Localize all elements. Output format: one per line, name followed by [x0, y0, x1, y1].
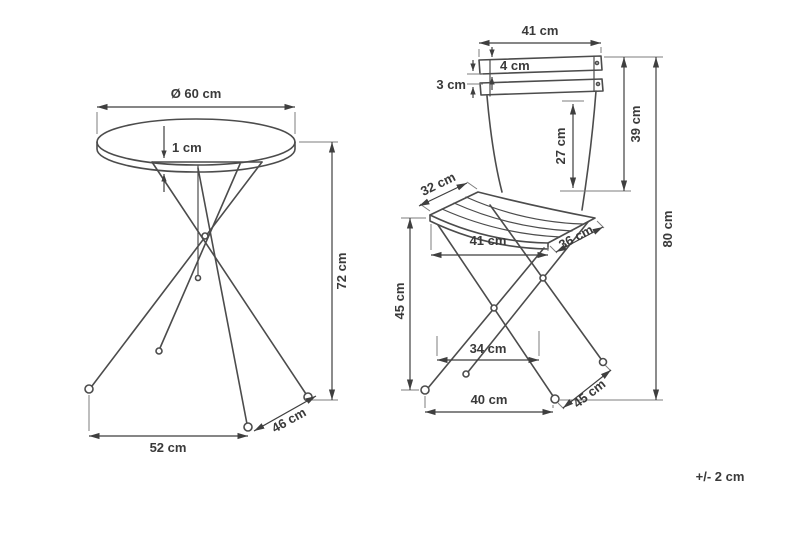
- chair-leg-spread-dimension: 34 cm: [436, 331, 540, 364]
- chair-hinge-joint: [539, 274, 547, 282]
- chair-foot-cap: [462, 370, 470, 378]
- backrest-slat: [478, 55, 603, 75]
- table-hinge-joint: [201, 232, 209, 240]
- table-base-width-dimension: 52 cm: [88, 395, 248, 455]
- chair-total-height-label: 80 cm: [660, 211, 675, 248]
- table-height-label: 72 cm: [334, 253, 349, 290]
- dimension-line: [555, 226, 604, 253]
- table-height-dimension: 72 cm: [299, 141, 349, 401]
- chair-hinge-joint: [490, 304, 498, 312]
- table-drawing: [84, 118, 313, 432]
- chair-leg-line: [427, 247, 545, 389]
- chair-back-post: [581, 90, 597, 211]
- table-leg-line: [197, 167, 248, 425]
- chair-foot-cap: [598, 357, 608, 367]
- dimension-line: [562, 369, 612, 409]
- chair-backrest-width-dimension: 41 cm: [478, 23, 602, 57]
- chair-backrest: [478, 55, 604, 211]
- chair-seat-height-label: 45 cm: [392, 283, 407, 320]
- table-base-depth-label: 46 cm: [269, 405, 309, 436]
- chair-leg-line: [489, 204, 602, 360]
- screw-dot: [594, 60, 600, 66]
- chair-base-width-dimension: 40 cm: [424, 392, 554, 416]
- chair-seat-front-edge: [429, 214, 549, 250]
- table-thickness-dimension: 1 cm: [161, 126, 202, 192]
- chair-leg-spread-label: 34 cm: [470, 341, 507, 356]
- table-leg-line: [91, 161, 263, 387]
- table-foot-cap: [155, 347, 163, 355]
- chair-slat-gap-label: 3 cm: [436, 77, 466, 92]
- tolerance-note: +/- 2 cm: [696, 469, 745, 484]
- chair-backrest-height-dimension: 39 cm: [620, 57, 643, 191]
- table-foot-cap: [243, 422, 253, 432]
- table-diameter-label: Ø 60 cm: [171, 86, 222, 101]
- chair-back-post: [486, 95, 503, 193]
- chair-base-depth-label: 45 cm: [570, 376, 608, 411]
- chair-foot-cap: [550, 394, 560, 404]
- chair-seat-width-label: 41 cm: [470, 233, 507, 248]
- seat-slat-line: [441, 208, 561, 238]
- chair-backrest-height-label: 39 cm: [628, 106, 643, 143]
- table-base-width-label: 52 cm: [150, 440, 187, 455]
- chair-top-slat-dimension: 4 cm: [489, 47, 530, 90]
- chair-slat-gap-dimension: 3 cm: [436, 60, 483, 98]
- dimension-line: [418, 182, 468, 207]
- chair-backrest-inner-dimension: 27 cm: [553, 100, 584, 188]
- table-legs: [84, 161, 313, 432]
- extension-line: [549, 245, 558, 254]
- table-leg-line: [159, 163, 241, 349]
- chair-base-depth-dimension: 45 cm: [557, 364, 612, 411]
- chair-seat-left-depth-label: 32 cm: [418, 169, 458, 199]
- chair-seat-width-dimension: 41 cm: [430, 224, 549, 259]
- dimension-line: [253, 395, 317, 432]
- chair-top-slat-label: 4 cm: [500, 58, 530, 73]
- table-foot-cap: [303, 392, 313, 402]
- table-leg-line: [151, 161, 307, 395]
- table-thickness-label: 1 cm: [172, 140, 202, 155]
- table-top-rim: [96, 141, 296, 173]
- chair-foot-cap: [420, 385, 430, 395]
- table-diameter-dimension: Ø 60 cm: [96, 86, 296, 134]
- chair-backrest-inner-label: 27 cm: [553, 128, 568, 165]
- table-dimensions: Ø 60 cm 1 cm 72 cm 52 cm 46 cm: [88, 86, 349, 455]
- extension-line: [466, 181, 478, 190]
- table-top: [96, 118, 296, 173]
- table-foot-cap: [84, 384, 94, 394]
- chair-base-width-label: 40 cm: [471, 392, 508, 407]
- table-hinge-joint: [194, 274, 202, 282]
- chair-seat-height-dimension: 45 cm: [392, 217, 426, 391]
- table-base-depth-dimension: 46 cm: [253, 395, 317, 436]
- chair-backrest-width-label: 41 cm: [522, 23, 559, 38]
- seat-slat-line: [465, 196, 584, 225]
- screw-dot: [595, 81, 601, 87]
- backrest-slat: [479, 78, 604, 96]
